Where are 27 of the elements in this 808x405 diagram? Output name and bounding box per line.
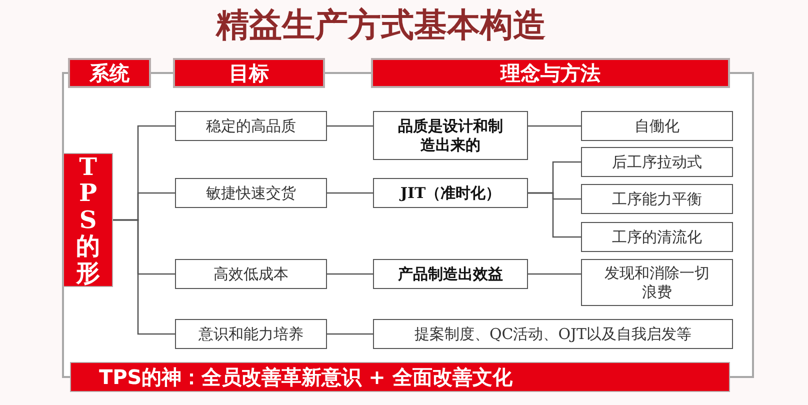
connector-line [528,192,581,238]
connector-line [113,219,175,335]
connector-line [528,125,581,127]
header-bar: 理念与方法 [371,58,730,88]
text-box: 提案制度、QC活动、OJT以及自我启发等 [373,319,733,349]
banner-bar: TPS的神：全员改善革新意识 + 全面改善文化 [70,362,730,392]
text-box: 发现和消除一切浪费 [581,259,733,306]
connector-line [327,333,373,335]
text-box: 稳定的高品质 [175,111,327,141]
text-box: 品质是设计和制造出来的 [373,111,528,160]
text-box: 工序的清流化 [581,222,733,252]
connector-line [528,273,581,275]
text-box: 后工序拉动式 [581,147,733,177]
text-box: 自働化 [581,111,733,141]
connector-line [327,125,373,127]
text-box: 工序能力平衡 [581,184,733,214]
header-bar: 目标 [173,58,325,88]
text-box: 高效低成本 [175,259,327,289]
connector-line [327,192,373,194]
text-box: 产品制造出效益 [373,259,528,289]
header-bar: 系统 [68,58,151,88]
text-box: JIT（准时化） [373,178,528,208]
connector-line [327,273,373,275]
text-box: 敏捷快速交货 [175,178,327,208]
vertical-label-box: TPS的形 [63,153,113,287]
diagram-title: 精益生产方式基本构造 [214,4,547,46]
text-box: 意识和能力培养 [175,319,327,349]
